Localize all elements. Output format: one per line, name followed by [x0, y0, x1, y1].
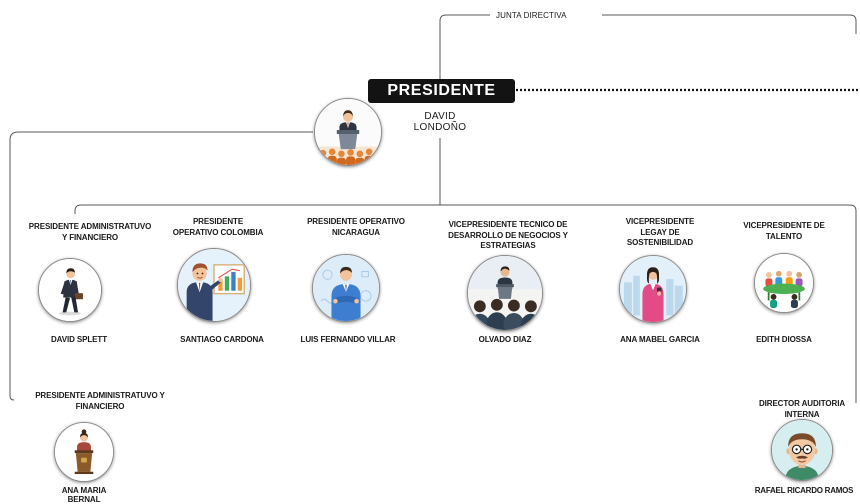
side-left-title-line: FINANCIERO	[75, 401, 125, 411]
report-title-line: VICEPRESIDENTE TECNICO DE	[448, 220, 568, 229]
report-name: LUIS FERNANDO VILLAR	[300, 335, 396, 344]
side-left-title-line: PRESIDENTE ADMINISTRATUVO Y	[35, 391, 165, 400]
president-name-line: LONDOÑO	[413, 122, 467, 133]
side-right-title: DIRECTOR AUDITORIA INTERNA	[747, 399, 857, 420]
presenter-with-chart-icon	[178, 249, 250, 321]
avatar	[754, 253, 814, 313]
board-label: JUNTA DIRECTIVA	[494, 11, 569, 20]
report-name: ANA MABEL GARCIA	[620, 335, 700, 344]
side-left-name-line: BERNAL	[67, 495, 101, 504]
report-title-line: PRESIDENTE ADMINISTRATUVO	[28, 222, 152, 231]
avatar	[312, 254, 380, 322]
connector-board-left	[439, 14, 490, 80]
avatar	[619, 255, 687, 323]
report-title: VICEPRESIDENTE LEGAY DE SOSTENIBILIDAD	[605, 217, 715, 249]
report-title: PRESIDENTE OPERATIVO COLOMBIA	[163, 217, 273, 238]
report-title-line: VICEPRESIDENTE DE	[743, 221, 825, 230]
report-title: PRESIDENTE ADMINISTRATUVO Y FINANCIERO	[10, 222, 170, 243]
woman-at-podium-icon	[55, 423, 113, 481]
avatar	[54, 422, 114, 482]
report-title-line: ESTRATEGIAS	[480, 241, 536, 250]
avatar	[467, 255, 543, 331]
report-title-line: VICEPRESIDENTE	[625, 217, 695, 226]
businesswoman-with-phone-icon	[620, 256, 686, 322]
report-title-line: NICARAGUA	[332, 227, 380, 237]
report-title: VICEPRESIDENTE DE TALENTO	[724, 221, 844, 242]
side-left-title: PRESIDENTE ADMINISTRATUVO Y FINANCIERO	[15, 391, 185, 412]
report-name: DAVID SPLETT	[51, 335, 107, 344]
side-left-name: ANA MARIA BERNAL	[34, 486, 134, 504]
avatar	[38, 258, 102, 322]
report-name: EDITH DIOSSA	[756, 335, 812, 344]
report-title-line: DESARROLLO DE NEGOCIOS Y	[448, 230, 568, 240]
president-title-box: PRESIDENTE	[368, 79, 515, 103]
businessman-arms-crossed-icon	[313, 255, 379, 321]
report-title: VICEPRESIDENTE TECNICO DE DESARROLLO DE …	[433, 220, 583, 252]
report-name: SANTIAGO CARDONA	[180, 335, 264, 344]
side-right-title-line: DIRECTOR AUDITORIA	[758, 399, 846, 408]
report-title-line: LEGAY DE	[640, 227, 680, 237]
president-name-line: DAVID	[424, 111, 456, 122]
report-title-line: SOSTENIBILIDAD	[626, 238, 694, 247]
report-title-line: TALENTO	[765, 231, 803, 241]
man-with-glasses-icon	[772, 420, 832, 480]
walking-businessman-icon	[39, 259, 101, 321]
connector-board-right	[602, 14, 857, 34]
report-title-line: PRESIDENTE	[192, 217, 244, 226]
side-right-name: RAFAEL RICARDO RAMOS	[754, 486, 854, 495]
report-title-line: OPERATIVO COLOMBIA	[172, 227, 264, 237]
report-title-line: Y FINANCIERO	[62, 232, 118, 242]
avatar	[771, 419, 833, 481]
report-title-line: PRESIDENTE OPERATIVO	[307, 217, 405, 226]
president-name: DAVID LONDOÑO	[400, 111, 480, 133]
report-title: PRESIDENTE OPERATIVO NICARAGUA	[296, 217, 416, 238]
team-meeting-icon	[755, 254, 813, 312]
connector-reports-bus	[74, 204, 857, 403]
avatar	[177, 248, 251, 322]
speaker-at-podium-icon	[315, 99, 381, 165]
avatar-president	[314, 98, 382, 166]
side-left-name-line: ANA MARIA	[61, 486, 107, 495]
speaker-with-audience-icon	[468, 256, 542, 330]
report-name: OLVADO DIAZ	[478, 335, 532, 344]
side-right-title-line: INTERNA	[784, 409, 820, 419]
connector-side-left	[9, 131, 313, 401]
